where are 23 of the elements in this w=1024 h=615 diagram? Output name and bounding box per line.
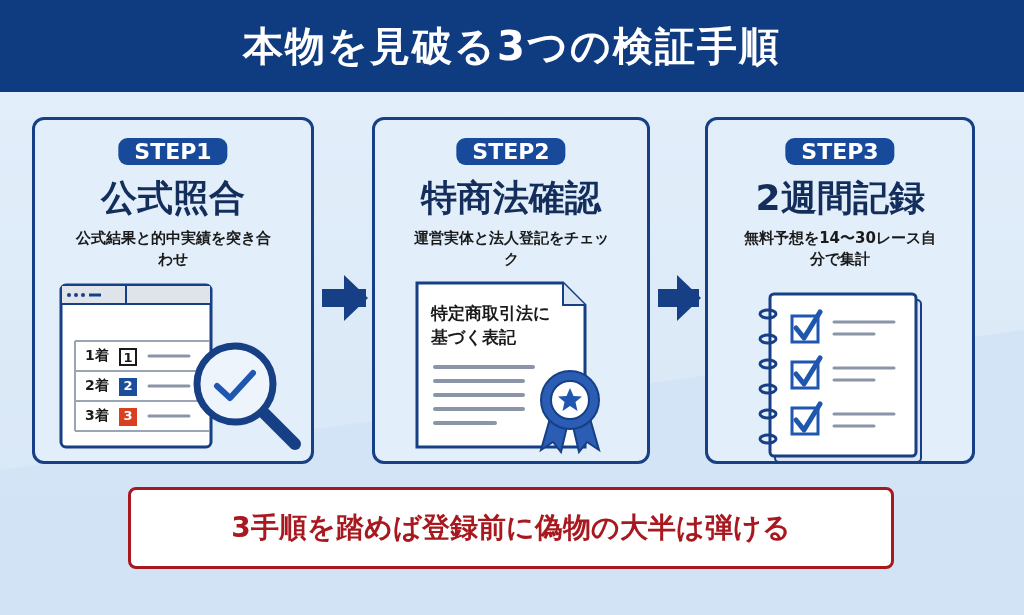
conclusion-box: 3手順を踏めば登録前に偽物の大半は弾ける — [128, 487, 894, 569]
step-badge: STEP3 — [785, 138, 895, 165]
step-card — [372, 117, 650, 464]
title-banner: 本物を見破る3つの検証手順 — [0, 0, 1024, 92]
step-badge: STEP2 — [456, 138, 566, 165]
arrow — [658, 275, 701, 321]
rank-number: 2 — [119, 378, 137, 396]
row-label: 3着 — [85, 407, 109, 425]
document-text: 特定商取引法に基づく表記 — [431, 302, 551, 349]
rank-number: 1 — [119, 348, 137, 366]
step-title: 公式照合 — [99, 176, 246, 220]
step-card — [705, 117, 975, 464]
step-title: 2週間記録 — [754, 176, 926, 220]
step-card — [32, 117, 314, 464]
step-description: 無料予想を14〜30レース自分で集計 — [743, 228, 937, 270]
row-label: 2着 — [85, 377, 109, 395]
step-description: 公式結果と的中実績を突き合わせ — [74, 228, 272, 270]
arrow — [322, 275, 368, 321]
step-description: 運営実体と法人登記をチェック — [412, 228, 610, 270]
step-title: 特商法確認 — [419, 176, 603, 220]
row-label: 1着 — [85, 347, 109, 365]
step-badge: STEP1 — [118, 138, 228, 165]
rank-number: 3 — [119, 408, 137, 426]
